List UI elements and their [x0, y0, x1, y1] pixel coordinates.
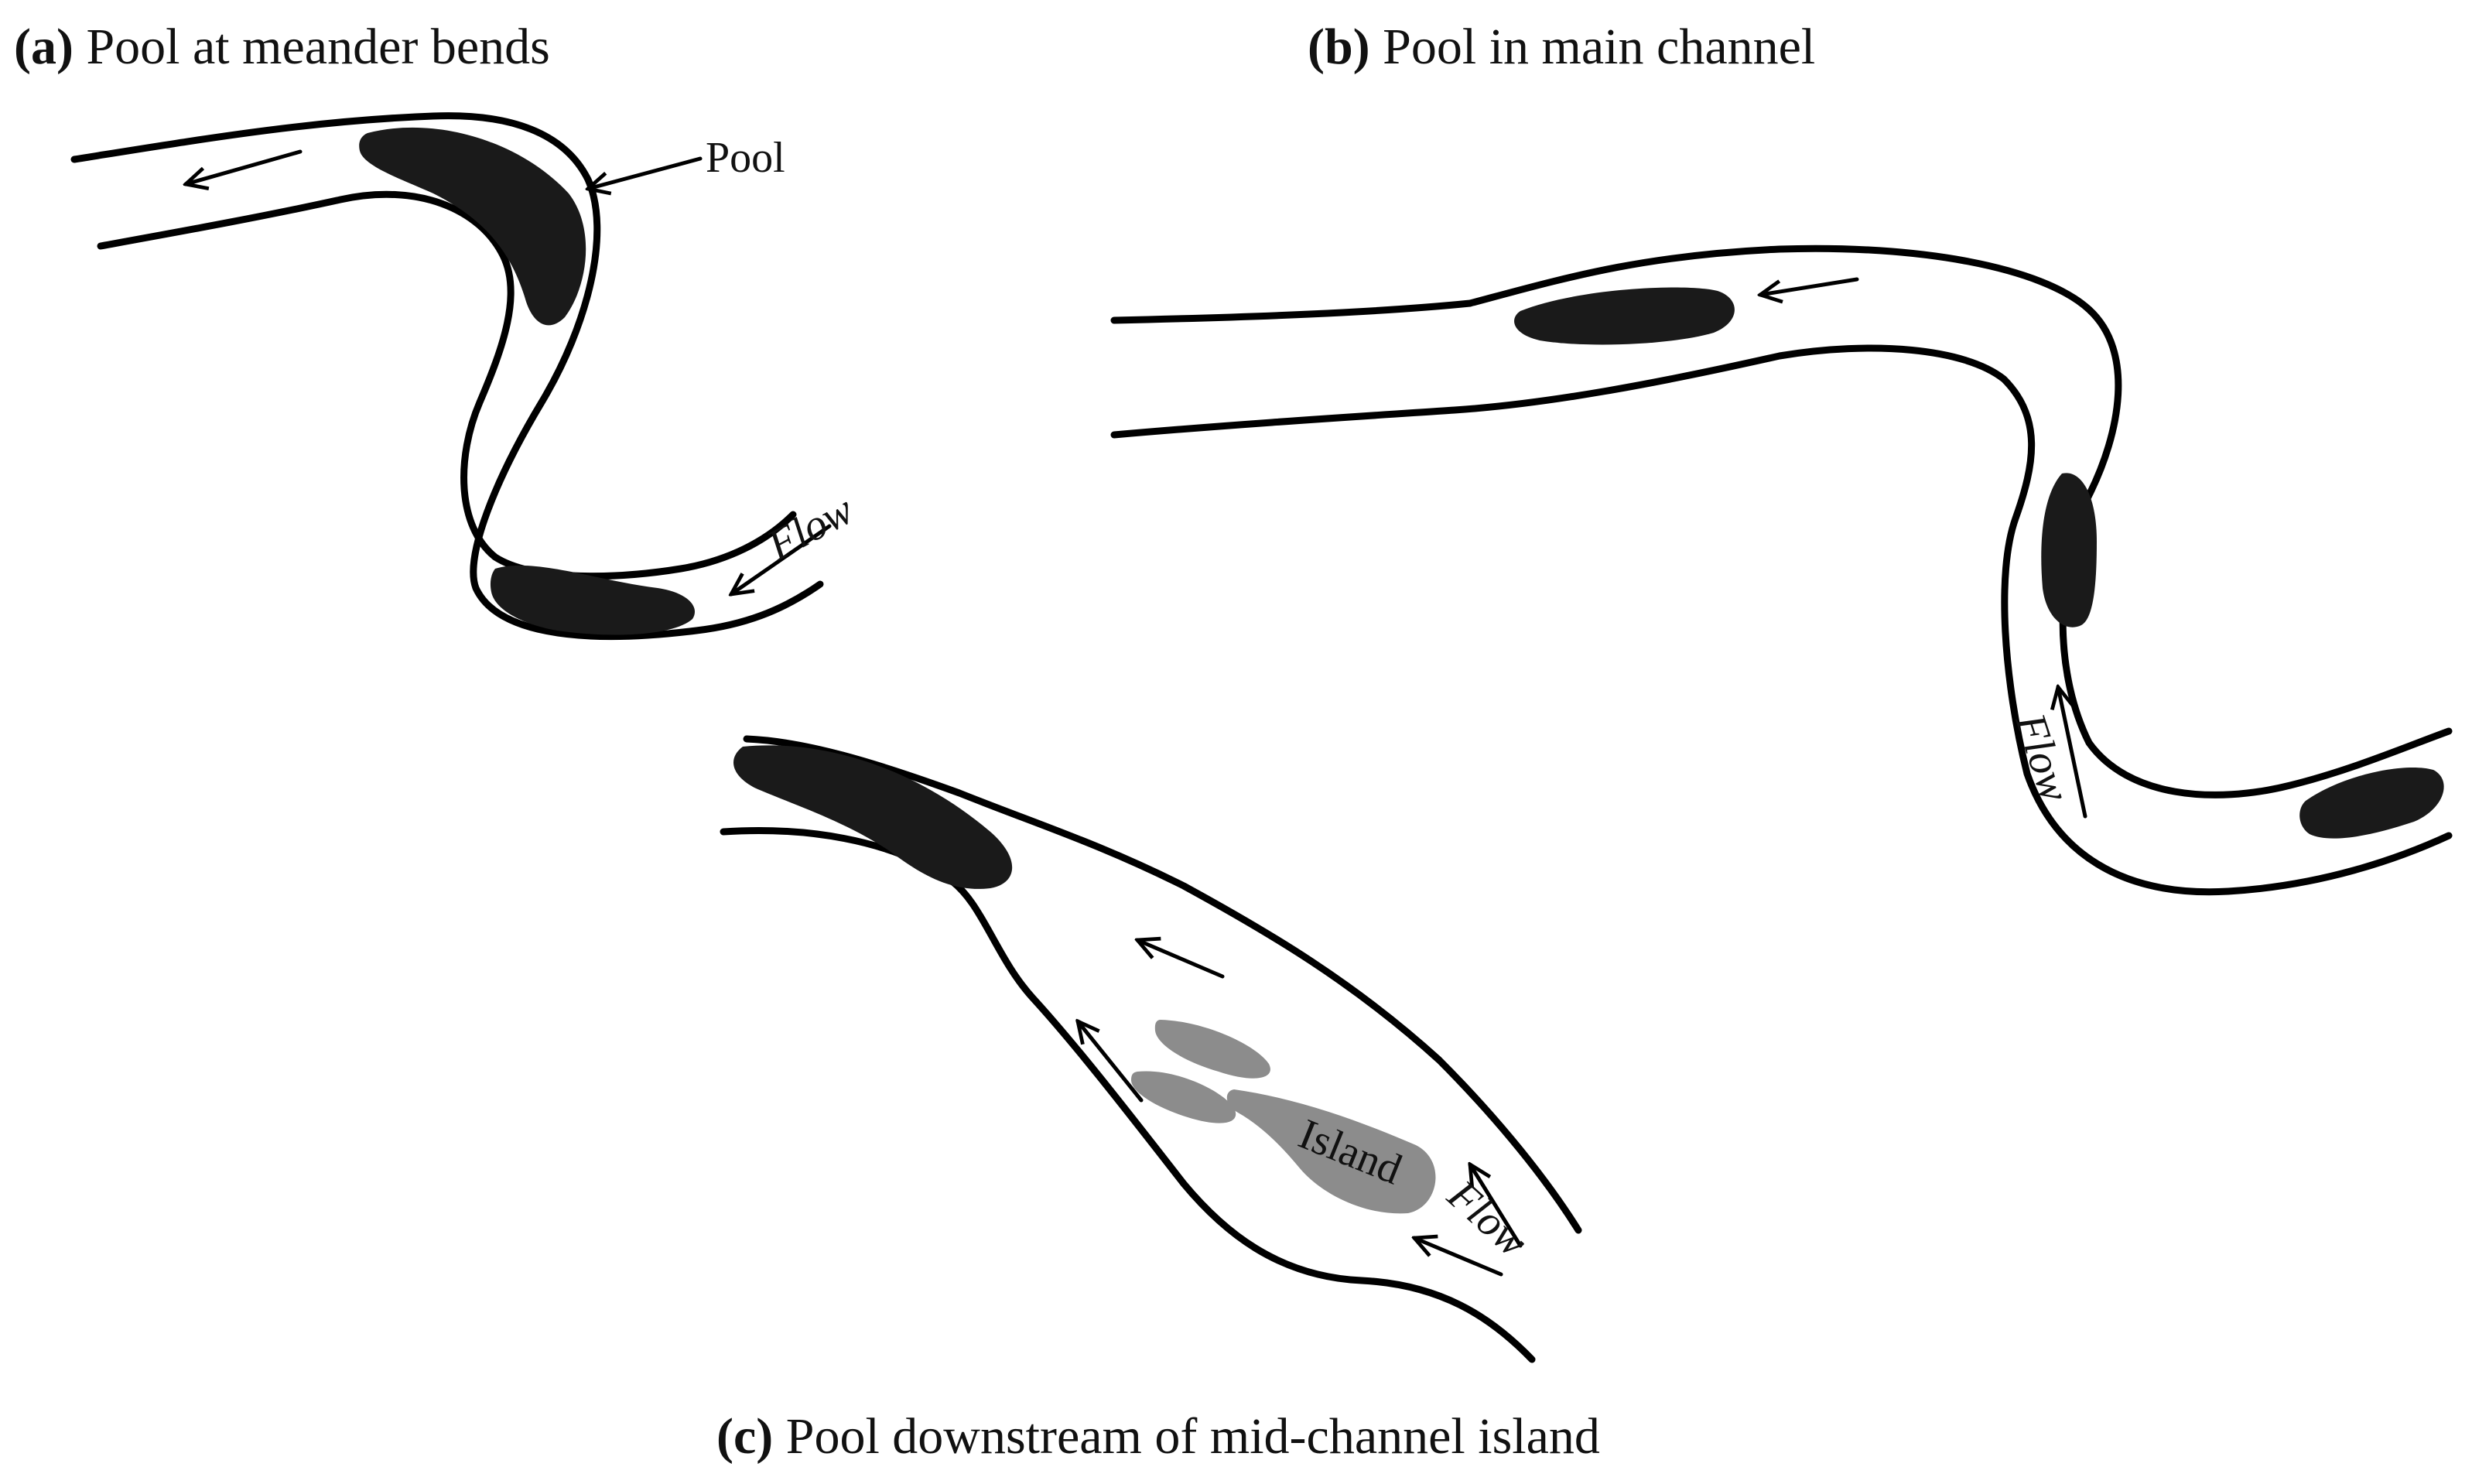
panel-b-flow-arrow-top	[1760, 277, 1859, 295]
panel-a-outer-bank	[70, 112, 824, 641]
panel-b: (b) Pool in main channel Flow	[1110, 19, 2453, 896]
panel-c-channel	[720, 735, 1582, 1363]
panel-a-pool-pointer	[588, 156, 703, 189]
panel-b-pool-lower	[2299, 767, 2444, 839]
panel-a-flow-arrow-top	[186, 149, 303, 184]
panel-b-pool-middle	[2041, 473, 2097, 627]
panel-c-gravel-bar-lower	[1131, 1071, 1236, 1123]
panel-a: (a) Pool at meander bends Pool Flow	[14, 19, 861, 641]
panel-c-pool	[733, 745, 1013, 889]
panel-b-pool-upper	[1514, 287, 1735, 345]
panel-c: (c) Pool downstream of mid-channel islan…	[716, 735, 1600, 1465]
panel-a-flow-arrow-bottom	[731, 524, 832, 594]
panel-c-flow-arrow-3	[1470, 1164, 1523, 1248]
panel-b-lower-bank	[1110, 344, 2453, 896]
panel-a-pool-lower-bend	[490, 565, 695, 635]
panel-b-upper-bank	[1110, 244, 2453, 798]
panel-c-flow-arrow-4	[1414, 1238, 1503, 1277]
panel-a-channel	[70, 112, 824, 641]
panel-c-island	[1226, 1089, 1436, 1214]
panel-c-upper-bank	[743, 735, 1582, 1234]
panel-a-caption: (a) Pool at meander bends	[14, 19, 550, 75]
panel-b-flow-arrow-bottom	[2058, 687, 2087, 819]
panel-c-lower-bank	[720, 827, 1536, 1363]
panel-b-flow-label: Flow	[2005, 707, 2079, 808]
panel-c-flow-arrow-1	[1137, 940, 1225, 979]
panel-c-flow-arrow-2	[1078, 1021, 1144, 1103]
panel-a-inner-bank	[97, 190, 797, 580]
panel-b-caption: (b) Pool in main channel	[1308, 19, 1815, 75]
panel-a-pool-label: Pool	[706, 134, 785, 182]
panel-a-flow-label: Flow	[759, 486, 861, 570]
panel-c-gravel-bar-upper	[1154, 1020, 1270, 1079]
panel-a-pool-upper-bend	[359, 127, 586, 326]
panel-c-flow-label: Flow	[1438, 1171, 1537, 1267]
panel-c-caption: (c) Pool downstream of mid-channel islan…	[716, 1408, 1600, 1465]
panel-b-channel	[1110, 244, 2453, 896]
